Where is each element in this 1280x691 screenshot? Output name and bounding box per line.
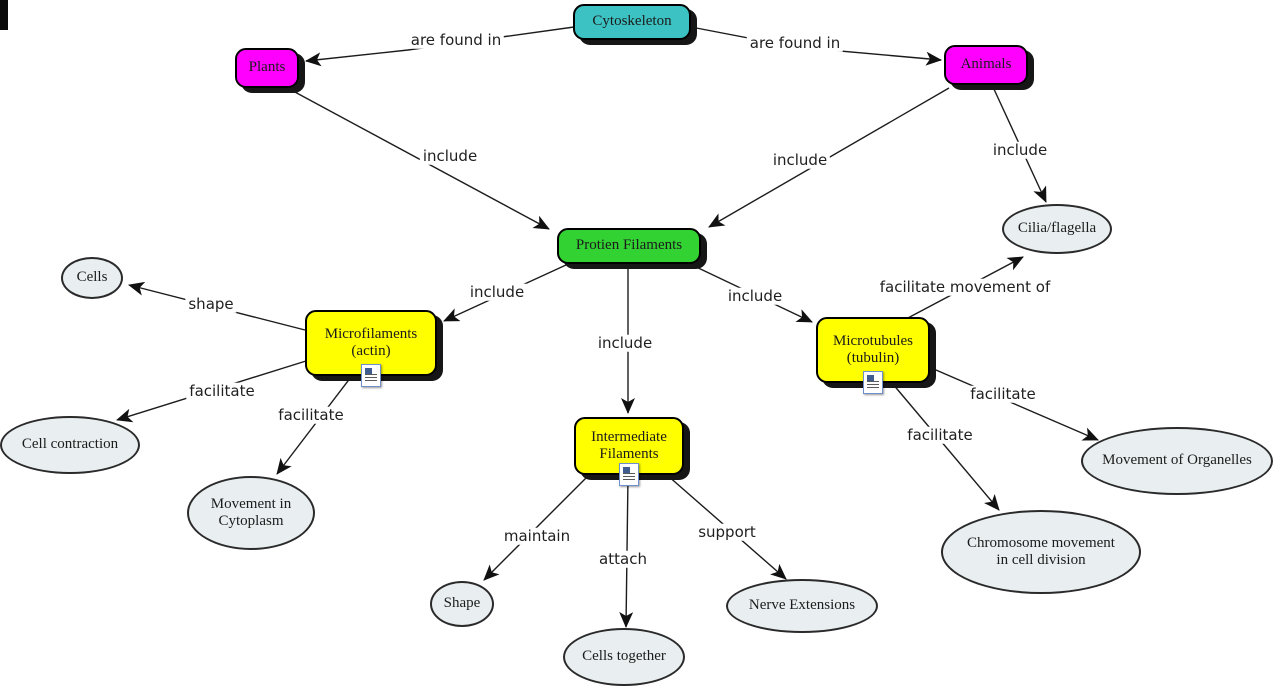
node-microfilaments[interactable]: Microfilaments (actin) xyxy=(305,310,437,387)
resource-icon-lines xyxy=(623,473,635,482)
node-nerve-extensions[interactable]: Nerve Extensions xyxy=(726,579,878,633)
node-label: Microtubules (tubulin) xyxy=(833,332,913,366)
node-cell-contraction[interactable]: Cell contraction xyxy=(0,416,140,474)
node-shape-node[interactable]: Shape xyxy=(430,581,494,627)
node-label: Cell contraction xyxy=(21,436,119,453)
node-label: Cells together xyxy=(582,648,666,665)
edge-label-microfilaments-to-cell-contraction: facilitate xyxy=(186,383,258,400)
edge-label-microfilaments-to-cells: shape xyxy=(185,296,237,313)
resource-document-icon[interactable] xyxy=(361,364,381,387)
node-plants[interactable]: Plants xyxy=(235,48,299,88)
node-label: Cells xyxy=(76,269,108,286)
node-label: Microfilaments (actin) xyxy=(324,325,418,359)
node-cytoskeleton[interactable]: Cytoskeleton xyxy=(573,4,691,40)
resource-document-icon[interactable] xyxy=(863,371,883,394)
edge-intermediate-filaments-to-shape-node xyxy=(483,474,590,581)
edge-label-plants-to-protein-filaments: include xyxy=(419,148,481,165)
edge-microtubules-to-chromosome-movement xyxy=(891,382,1000,511)
node-chromosome-movement[interactable]: Chromosome movement in cell division xyxy=(941,510,1141,594)
edge-label-intermediate-filaments-to-cells-together: attach xyxy=(596,551,650,568)
edge-cytoskeleton-to-plants xyxy=(305,26,575,67)
scan-artifact xyxy=(0,0,8,30)
node-label: Protien Filaments xyxy=(575,237,683,254)
resource-icon-thumbnail xyxy=(623,467,630,473)
node-label: Movement of Organelles xyxy=(1102,452,1252,469)
edge-microtubules-to-movement-of-organelles xyxy=(928,366,1099,441)
node-label: Chromosome movement in cell division xyxy=(967,534,1115,568)
node-cells[interactable]: Cells xyxy=(61,257,123,299)
edge-label-cytoskeleton-to-animals: are found in xyxy=(746,35,844,52)
resource-icon-lines xyxy=(867,381,879,390)
node-intermediate-filaments[interactable]: Intermediate Filaments xyxy=(574,417,684,486)
resource-icon-thumbnail xyxy=(365,368,372,374)
edge-label-protein-filaments-to-intermediate-filaments: include xyxy=(594,335,656,352)
node-label: Shape xyxy=(443,595,481,612)
node-label: Cytoskeleton xyxy=(592,13,672,30)
edge-microfilaments-to-movement-in-cytoplasm xyxy=(276,376,352,475)
node-label: Movement in Cytoplasm xyxy=(210,495,292,529)
resource-icon-thumbnail xyxy=(867,375,874,381)
edge-label-microtubules-to-movement-of-organelles: facilitate xyxy=(967,386,1039,403)
resource-document-icon[interactable] xyxy=(619,463,639,486)
edge-label-cytoskeleton-to-plants: are found in xyxy=(407,32,505,49)
edge-label-intermediate-filaments-to-nerve-extensions: support xyxy=(695,524,759,541)
node-microtubules[interactable]: Microtubules (tubulin) xyxy=(816,317,930,394)
edge-label-animals-to-protein-filaments: include xyxy=(769,152,831,169)
node-cells-together[interactable]: Cells together xyxy=(563,628,685,686)
resource-icon-lines xyxy=(365,374,377,383)
node-label: Nerve Extensions xyxy=(748,597,856,614)
edge-label-microtubules-to-chromosome-movement: facilitate xyxy=(904,427,976,444)
node-movement-in-cytoplasm[interactable]: Movement in Cytoplasm xyxy=(187,476,315,550)
edge-label-intermediate-filaments-to-shape-node: maintain xyxy=(500,528,574,545)
node-movement-of-organelles[interactable]: Movement of Organelles xyxy=(1081,427,1273,495)
edge-label-microtubules-to-cilia-flagella: facilitate movement of xyxy=(876,279,1054,296)
edge-label-animals-to-cilia-flagella: include xyxy=(989,142,1051,159)
node-label: Cilia/flagella xyxy=(1017,220,1097,237)
edge-label-protein-filaments-to-microtubules: include xyxy=(724,288,786,305)
node-label: Plants xyxy=(248,59,286,76)
node-label: Intermediate Filaments xyxy=(591,428,667,462)
node-protein-filaments[interactable]: Protien Filaments xyxy=(557,228,701,264)
node-animals[interactable]: Animals xyxy=(944,45,1028,85)
node-label: Animals xyxy=(960,56,1012,73)
edge-label-protein-filaments-to-microfilaments: include xyxy=(466,284,528,301)
node-cilia-flagella[interactable]: Cilia/flagella xyxy=(1002,204,1112,254)
edge-label-microfilaments-to-movement-in-cytoplasm: facilitate xyxy=(275,407,347,424)
